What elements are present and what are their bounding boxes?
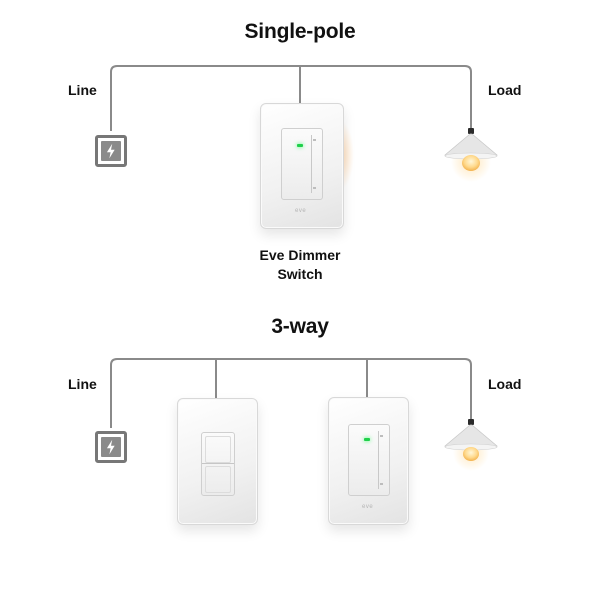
three-way-wire (110, 358, 472, 428)
device-caption: Eve Dimmer Switch (230, 246, 370, 284)
pendant-lamp-icon (444, 419, 498, 471)
three-way-title: 3-way (271, 315, 329, 338)
pendant-lamp-icon (444, 128, 498, 182)
single-pole-wire (110, 65, 472, 132)
three-way-dimmer-plate: eve (328, 397, 409, 525)
three-way-load-label: Load (488, 376, 522, 392)
single-pole-pendant-lamp (436, 128, 506, 198)
dimmer-led-indicator (364, 438, 370, 441)
three-way-dimmer-paddle[interactable] (348, 424, 390, 496)
single-pole-power-source (95, 135, 127, 167)
three-way-line-label: Line (68, 376, 97, 392)
lightning-bolt-icon (106, 439, 115, 455)
three-way-pendant-lamp (436, 419, 506, 489)
single-pole-load-label: Load (488, 82, 522, 98)
three-way-brand-mark: eve (362, 504, 374, 510)
device-caption-line2: Switch (277, 266, 323, 282)
lightning-bolt-icon (106, 143, 115, 159)
device-caption-line1: Eve Dimmer (259, 247, 341, 263)
single-pole-line-label: Line (68, 82, 97, 98)
dimmer-led-indicator (297, 144, 303, 147)
single-pole-brand-mark: eve (295, 208, 307, 214)
companion-switch-rocker[interactable] (201, 432, 235, 496)
three-way-companion-switch-plate (177, 398, 258, 525)
three-way-power-source (95, 431, 127, 463)
single-pole-title: Single-pole (244, 20, 356, 43)
single-pole-dimmer-paddle[interactable] (281, 128, 323, 200)
single-pole-dimmer-plate: eve (260, 103, 344, 229)
